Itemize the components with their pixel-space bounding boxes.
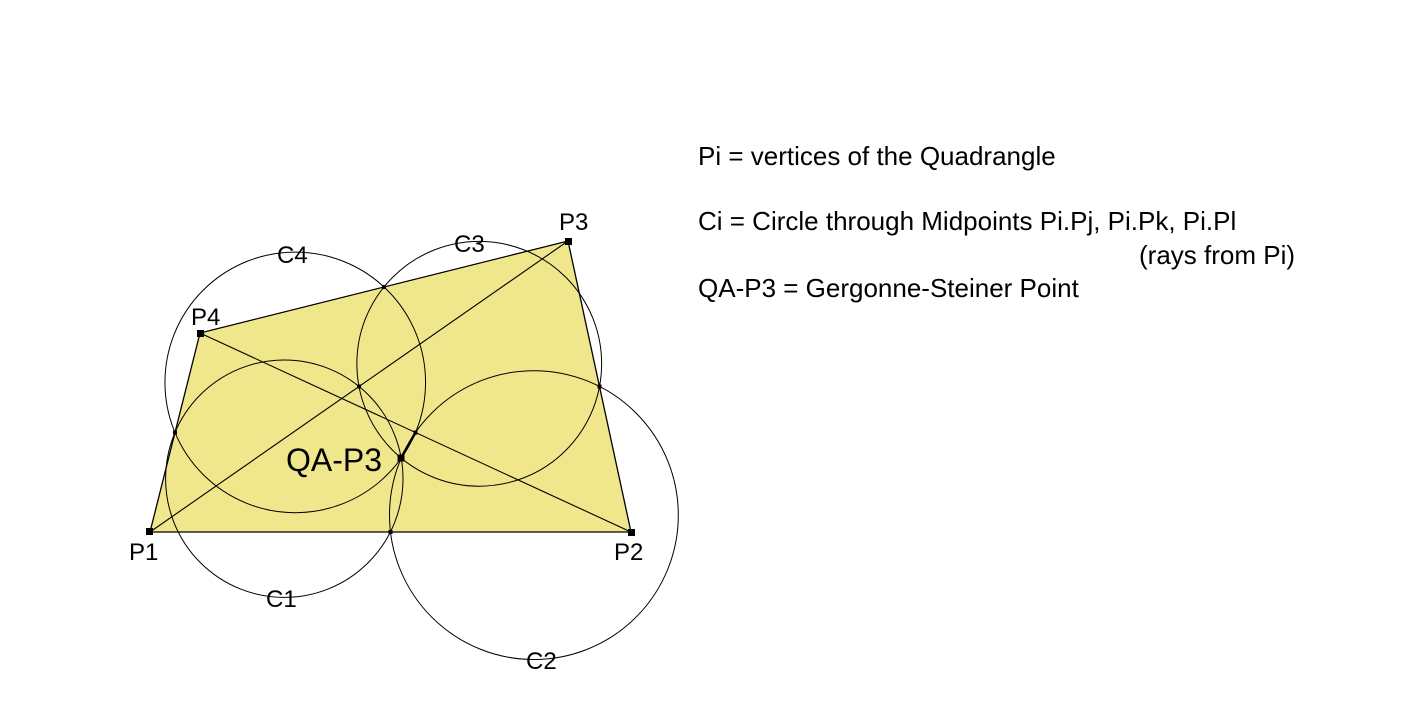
vertex-p1-label: P1 — [129, 539, 158, 566]
vertex-p2-marker — [628, 529, 635, 536]
midpoint-p3p4 — [382, 285, 386, 289]
circle-c4-label: C4 — [277, 242, 308, 269]
circle-c3-label: C3 — [454, 231, 485, 258]
midpoint-p4p1 — [173, 430, 177, 435]
midpoint-p2p4 — [413, 430, 418, 435]
vertex-p4-label: P4 — [191, 304, 220, 331]
vertex-p2-label: P2 — [614, 539, 643, 566]
vertex-p4-marker — [197, 330, 204, 337]
vertex-p3-label: P3 — [559, 209, 588, 236]
quadrangle — [149, 240, 632, 533]
legend-line-circles: Ci = Circle through Midpoints Pi.Pj, Pi.… — [698, 206, 1237, 236]
vertex-p1-marker — [146, 528, 153, 535]
legend-line-rays: (rays from Pi) — [1139, 240, 1295, 270]
qa-p3-marker — [397, 454, 405, 462]
midpoint-p2p3 — [597, 384, 602, 389]
circle-c4 — [164, 251, 427, 514]
legend-line-vertices: Pi = vertices of the Quadrangle — [698, 141, 1056, 171]
circle-c1-label: C1 — [266, 586, 297, 613]
circle-c2-label: C2 — [526, 648, 557, 675]
circle-c2 — [389, 370, 679, 660]
legend-line-gergonne: QA-P3 = Gergonne-Steiner Point — [698, 273, 1079, 303]
midpoint-p1p2 — [388, 530, 393, 534]
qa-p3-label: QA-P3 — [286, 442, 382, 478]
vertex-p3-marker — [565, 238, 572, 245]
midpoint-p1p3 — [357, 384, 361, 389]
circle-c1 — [165, 359, 404, 598]
qa-segment — [399, 431, 417, 459]
midpoints — [173, 285, 602, 534]
circle-c3 — [356, 240, 603, 487]
